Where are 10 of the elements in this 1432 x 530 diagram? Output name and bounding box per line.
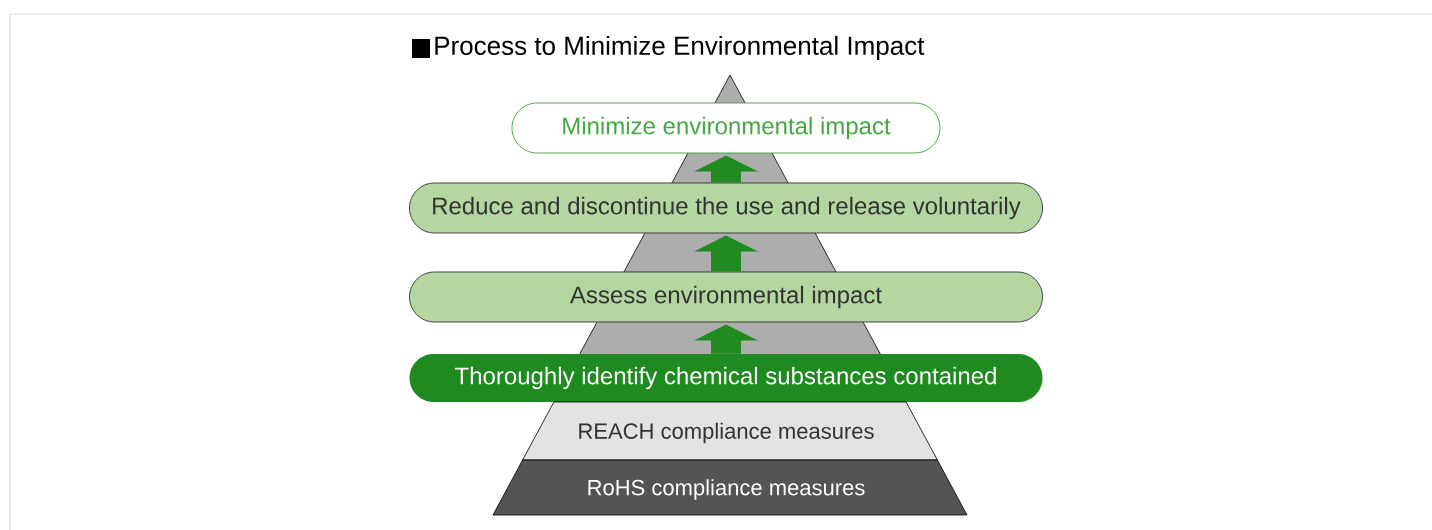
stage-box: Minimize environmental impact: [511, 102, 941, 154]
up-arrow: [694, 324, 758, 354]
stage-box: Assess environmental impact: [409, 271, 1043, 323]
up-arrow: [694, 155, 758, 183]
up-arrow: [694, 235, 758, 272]
stage-box: Thoroughly identify chemical substances contained: [409, 354, 1043, 402]
title: Process to Minimize Environmental Impact: [435, 35, 925, 61]
pyramid-layer: REACH compliance measures: [522, 401, 938, 461]
pyramid-layer: RoHS compliance measures: [492, 459, 968, 516]
stage-box: Reduce and discontinue the use and release voluntarily: [409, 182, 1043, 234]
